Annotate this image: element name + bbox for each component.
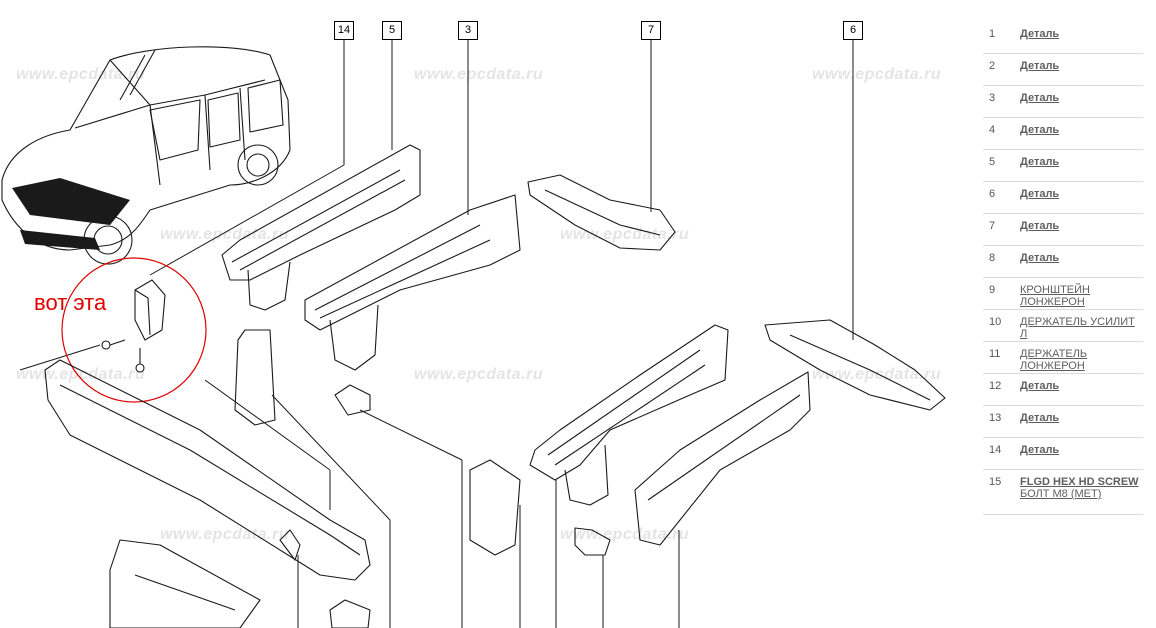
part-link[interactable]: Деталь <box>1020 92 1060 104</box>
part-name-cell: Деталь <box>1020 437 1143 470</box>
callout-14[interactable]: 14 <box>334 21 354 40</box>
part-number: 3 <box>983 85 1020 118</box>
part-number: 7 <box>983 213 1020 246</box>
part-number: 10 <box>983 309 1020 342</box>
watermark: www.epcdata.ru <box>414 366 544 383</box>
part-name-cell: ДЕРЖАТЕЛЬ УСИЛИТ Л <box>1020 309 1143 342</box>
part-number: 13 <box>983 405 1020 438</box>
longeron-part <box>221 144 521 426</box>
highlight-circle <box>61 257 207 403</box>
part-name-cell: Деталь <box>1020 53 1143 86</box>
part-link[interactable]: Деталь <box>1020 252 1060 264</box>
part-number: 2 <box>983 53 1020 86</box>
watermark: www.epcdata.ru <box>160 526 290 543</box>
longeron-part <box>329 174 946 628</box>
part-number: 1 <box>983 22 1020 54</box>
part-number: 15 <box>983 469 1020 515</box>
callout-5[interactable]: 5 <box>382 21 402 40</box>
part-number: 11 <box>983 341 1020 374</box>
part-name-cell: Деталь <box>1020 85 1143 118</box>
part-link[interactable]: Деталь <box>1020 124 1060 136</box>
part-link[interactable]: ДЕРЖАТЕЛЬ ЛОНЖЕРОН <box>1020 348 1088 372</box>
part-link[interactable]: Деталь <box>1020 188 1060 200</box>
part-link[interactable]: Деталь <box>1020 380 1060 392</box>
part-number: 9 <box>983 277 1020 310</box>
callout-3[interactable]: 3 <box>458 21 478 40</box>
part-link[interactable]: Деталь <box>1020 28 1060 40</box>
part-name-cell: КРОНШТЕЙН ЛОНЖЕРОН <box>1020 277 1143 310</box>
part-number: 6 <box>983 181 1020 214</box>
watermark: www.epcdata.ru <box>16 366 146 383</box>
callout-7[interactable]: 7 <box>641 21 661 40</box>
part-link[interactable]: Деталь <box>1020 444 1060 456</box>
part-name-cell: Деталь <box>1020 373 1143 406</box>
part-link[interactable]: ДЕРЖАТЕЛЬ УСИЛИТ Л <box>1020 316 1135 340</box>
part-number: 14 <box>983 437 1020 470</box>
part-number: 5 <box>983 149 1020 182</box>
part-name-cell: Деталь <box>1020 405 1143 438</box>
part-link[interactable]: Деталь <box>1020 60 1060 72</box>
part-number: 4 <box>983 117 1020 150</box>
bracket-part <box>101 279 166 373</box>
watermark: www.epcdata.ru <box>16 66 146 83</box>
part-link[interactable]: Деталь <box>1020 220 1060 232</box>
part-link[interactable]: Деталь <box>1020 412 1060 424</box>
car-illustration <box>1 46 291 265</box>
part-subname: БОЛТ М8 (МЕТ) <box>1020 488 1102 500</box>
part-link[interactable]: Деталь <box>1020 156 1060 168</box>
watermark: www.epcdata.ru <box>560 226 690 243</box>
part-name-cell: Деталь <box>1020 181 1143 214</box>
part-link[interactable]: КРОНШТЕЙН ЛОНЖЕРОН <box>1020 284 1090 308</box>
watermark: www.epcdata.ru <box>812 66 942 83</box>
part-name-cell: Деталь <box>1020 22 1143 54</box>
diagram-drawing <box>1 38 946 628</box>
part-number: 8 <box>983 245 1020 278</box>
watermark: www.epcdata.ru <box>414 66 544 83</box>
part-name-cell: Деталь <box>1020 117 1143 150</box>
part-name-cell: Деталь <box>1020 213 1143 246</box>
part-link[interactable]: FLGD HEX HD SCREW <box>1020 476 1139 488</box>
annotation-text: вот эта <box>34 290 107 315</box>
callout-6[interactable]: 6 <box>843 21 863 40</box>
watermark: www.epcdata.ru <box>812 366 942 383</box>
parts-diagram: www.epcdata.ru www.epcdata.ru www.epcdat… <box>1 21 946 628</box>
part-name-cell: ДЕРЖАТЕЛЬ ЛОНЖЕРОН <box>1020 341 1143 374</box>
part-name-cell: Деталь <box>1020 149 1143 182</box>
part-number: 12 <box>983 373 1020 406</box>
crossmember-part <box>44 359 371 628</box>
part-name-cell: Деталь <box>1020 245 1143 278</box>
